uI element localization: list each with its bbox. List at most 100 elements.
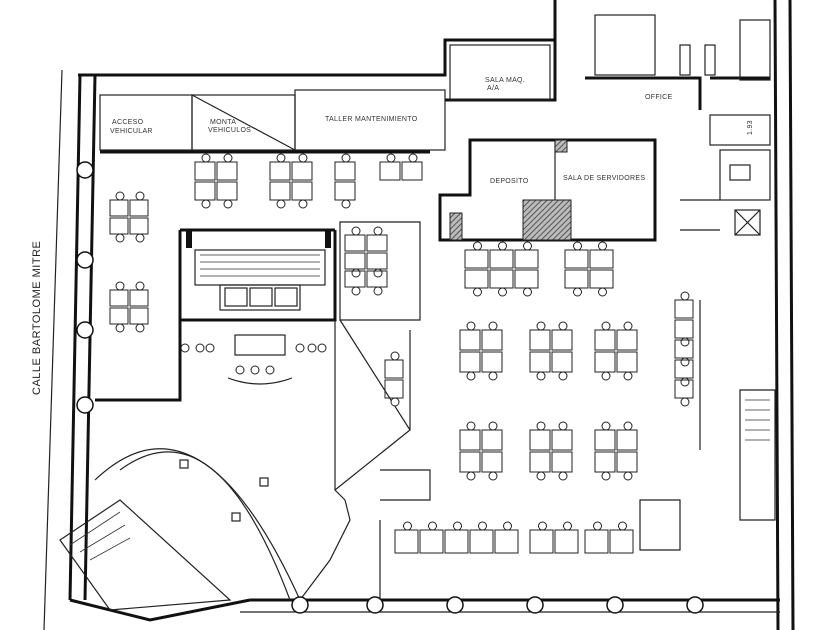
desk (674, 319, 694, 339)
chair (115, 233, 125, 243)
stair-core (178, 228, 337, 322)
chair (390, 351, 400, 361)
desk (564, 249, 589, 269)
desk (564, 269, 589, 289)
partitions (334, 199, 776, 600)
desk (459, 429, 481, 451)
desk (291, 181, 313, 201)
chair (473, 287, 482, 297)
desk (444, 529, 469, 554)
desk (481, 351, 503, 373)
lobby-chair (235, 365, 245, 375)
lobby (59, 320, 351, 611)
chair (558, 471, 568, 481)
chair (680, 291, 690, 301)
deposito-servidores: DEPOSITO SALA DE SERVIDORES (438, 138, 657, 242)
north-core: SALA MAQ. A/A OFFICE 1.93 (449, 14, 771, 236)
chair (538, 521, 547, 531)
desk (379, 161, 401, 181)
label-monta-1: MONTA (210, 119, 236, 126)
label-office: OFFICE (645, 94, 672, 101)
chair (223, 199, 233, 209)
chair (466, 371, 476, 381)
chair (558, 421, 568, 431)
desk (481, 329, 503, 351)
chair (488, 471, 498, 481)
desk (469, 529, 494, 554)
desk (394, 529, 419, 554)
chair (680, 377, 690, 387)
chair (276, 199, 286, 209)
desk (129, 307, 149, 325)
chair (601, 471, 611, 481)
chair (341, 153, 351, 163)
chair (598, 241, 607, 251)
chair (536, 371, 546, 381)
column (76, 251, 94, 269)
chair (473, 241, 482, 251)
lobby-chair (317, 343, 327, 353)
chair (298, 199, 308, 209)
desk (584, 529, 609, 554)
street-line (43, 69, 63, 630)
desk (459, 451, 481, 473)
label-acceso-vehicular-2: VEHICULAR (110, 128, 153, 135)
label-taller: TALLER MANTENIMIENTO (325, 116, 418, 123)
facade-columns (76, 161, 704, 614)
chair (428, 521, 437, 531)
desk (334, 181, 356, 201)
lobby-chair (250, 365, 260, 375)
chair (623, 471, 633, 481)
label-dimension: 1.93 (747, 120, 754, 135)
chair (563, 521, 572, 531)
chair (601, 371, 611, 381)
chair (680, 337, 690, 347)
desk (269, 161, 291, 181)
chair (135, 323, 145, 333)
chair (573, 241, 582, 251)
desk (109, 289, 129, 307)
column (686, 596, 704, 614)
desk (674, 299, 694, 319)
desk (589, 269, 614, 289)
chair (298, 153, 308, 163)
exterior-walls (68, 0, 795, 630)
desk (489, 269, 514, 289)
desk (464, 269, 489, 289)
desk (109, 307, 129, 325)
desk (514, 249, 539, 269)
chair (558, 321, 568, 331)
lobby-chair (295, 343, 305, 353)
desk (129, 199, 149, 217)
chair (523, 287, 532, 297)
chair (135, 191, 145, 201)
column (366, 596, 384, 614)
chair (115, 191, 125, 201)
chair (223, 153, 233, 163)
desk (334, 161, 356, 181)
column (291, 596, 309, 614)
desk (529, 429, 551, 451)
desk (494, 529, 519, 554)
desk (291, 161, 313, 181)
column (606, 596, 624, 614)
chair (573, 287, 582, 297)
desk (489, 249, 514, 269)
chair (623, 371, 633, 381)
lobby-chair (307, 343, 317, 353)
desk (109, 217, 129, 235)
desk (551, 351, 573, 373)
desk (594, 329, 616, 351)
chair (498, 241, 507, 251)
desk (529, 329, 551, 351)
top-service-rooms: ACCESO VEHICULAR MONTA VEHICULOS TALLER … (99, 89, 446, 154)
desk (554, 529, 579, 554)
desk (344, 234, 366, 252)
desk (216, 181, 238, 201)
chair (386, 153, 396, 163)
chair (351, 226, 361, 236)
desk (401, 161, 423, 181)
desk (551, 429, 573, 451)
desk (529, 351, 551, 373)
chair (680, 397, 690, 407)
